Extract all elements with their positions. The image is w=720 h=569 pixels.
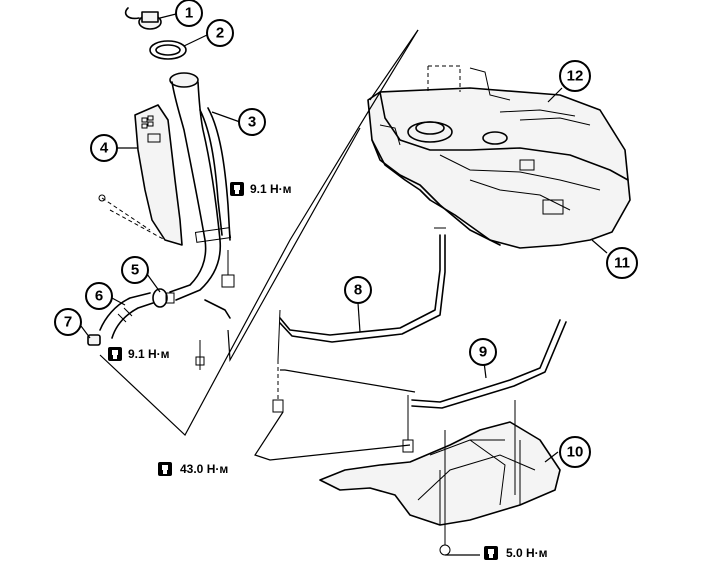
callout-6-label: 6 — [95, 288, 103, 305]
callout-4-label: 4 — [100, 140, 109, 157]
callout-12-label: 12 — [567, 68, 584, 85]
filler-hose — [99, 292, 154, 339]
callout-11-label: 11 — [614, 255, 630, 272]
torque-value: 9.1 Н·м — [250, 182, 292, 196]
hose-clamp-upper — [152, 288, 175, 308]
torque-wrench-icon — [230, 182, 244, 196]
callout-2: 2 — [206, 19, 234, 47]
callout-11: 11 — [606, 247, 638, 279]
callout-1-label: 1 — [185, 5, 193, 22]
torque-value: 5.0 Н·м — [506, 546, 548, 560]
torque-value: 43.0 Н·м — [180, 462, 228, 476]
callout-5-label: 5 — [131, 262, 139, 279]
callout-9-label: 9 — [479, 344, 487, 361]
callout-3: 3 — [238, 108, 266, 136]
torque-spec-protector-bolt: 5.0 Н·м — [484, 546, 548, 560]
callout-9: 9 — [469, 338, 497, 366]
torque-spec-strap-bolt: 43.0 Н·м — [158, 462, 228, 476]
callout-3-label: 3 — [248, 114, 256, 131]
callout-7-label: 7 — [64, 314, 72, 331]
callout-leaders — [77, 13, 608, 463]
filler-protector — [98, 104, 183, 246]
callout-10-label: 10 — [567, 444, 584, 461]
callout-8-label: 8 — [354, 282, 362, 299]
hose-clamp-lower — [87, 334, 101, 346]
torque-wrench-icon — [484, 546, 498, 560]
bolts — [195, 340, 516, 556]
callout-7: 7 — [54, 308, 82, 336]
callout-10: 10 — [559, 436, 591, 468]
callout-12: 12 — [559, 60, 591, 92]
callout-1: 1 — [175, 0, 203, 27]
torque-value: 9.1 Н·м — [128, 347, 170, 361]
fuel-tank-strap-rear — [407, 319, 567, 440]
filler-tube — [169, 72, 235, 319]
callout-8: 8 — [344, 276, 372, 304]
callout-6: 6 — [85, 282, 113, 310]
filler-cap — [124, 7, 162, 30]
callout-5: 5 — [121, 256, 149, 284]
torque-wrench-icon — [158, 462, 172, 476]
torque-wrench-icon — [108, 347, 122, 361]
callout-2-label: 2 — [216, 25, 224, 42]
fuel-tank-protector — [319, 421, 561, 526]
fuel-tank-strap — [277, 227, 446, 361]
torque-spec-hose-clamp: 9.1 Н·м — [108, 347, 170, 361]
leader-lines — [99, 29, 480, 556]
fuel-tank — [367, 65, 631, 249]
torque-spec-filler-bracket: 9.1 Н·м — [230, 182, 292, 196]
callout-4: 4 — [90, 134, 118, 162]
filler-seal-ring — [149, 40, 187, 60]
